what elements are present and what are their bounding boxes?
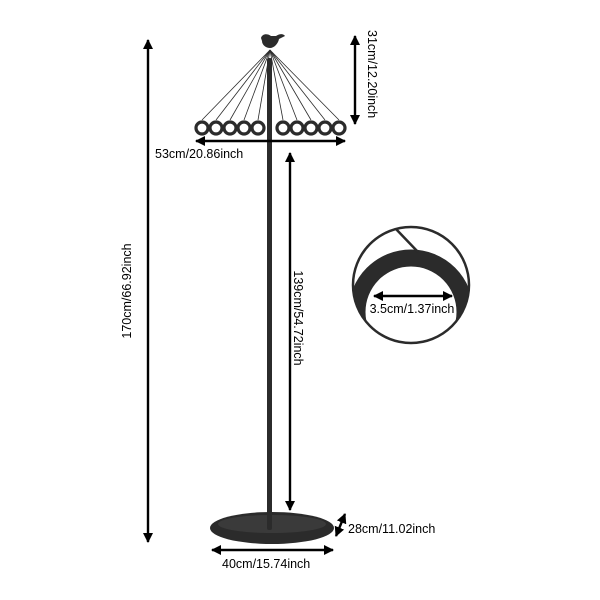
bird-finial [261, 34, 285, 48]
total-height-label: 170cm/66.92inch [120, 243, 134, 338]
top-height-label: 31cm/12.20inch [365, 30, 379, 118]
base-depth-label: 28cm/11.02inch [348, 522, 435, 536]
vertical-pole [267, 58, 272, 530]
ring-span-label: 53cm/20.86inch [155, 147, 243, 161]
dimension-arrows [142, 34, 361, 556]
base-width-label: 40cm/15.74inch [222, 557, 310, 571]
zoomed-wire [394, 227, 419, 253]
ring-diameter-label: 3.5cm/1.37inch [370, 302, 455, 316]
zoom-frame [351, 225, 471, 345]
base-depth-arrow [334, 513, 347, 537]
garment-rack [194, 34, 347, 544]
hanging-wires [201, 49, 340, 121]
ring-detail-zoom [351, 225, 471, 345]
pole-height-label: 139cm/54.72inch [291, 270, 305, 365]
hanging-rings [194, 120, 347, 136]
